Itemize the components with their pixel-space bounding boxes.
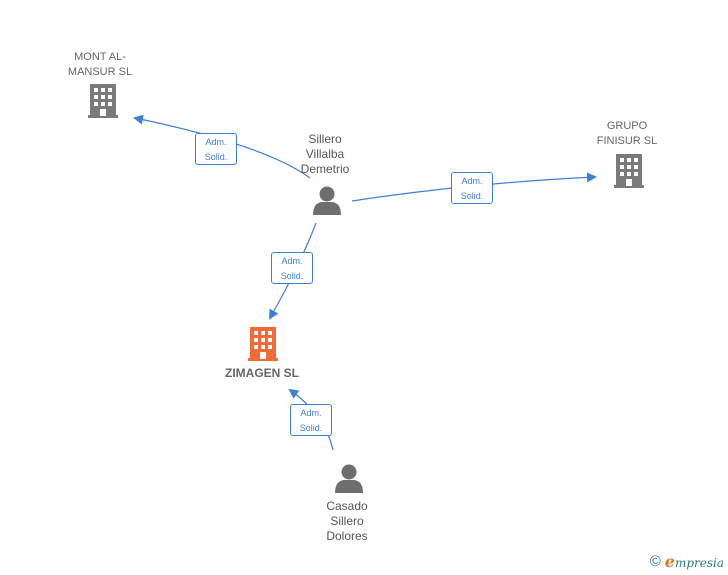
node-label-mont-almansur[interactable]: MONT AL- MANSUR SL [67, 51, 133, 78]
edge-label-zimagen-from-casado: Adm. Solid. [290, 404, 332, 436]
edge-sillero-to-mont-almansur [133, 114, 311, 179]
brand-name: mpresia [674, 556, 724, 570]
node-label-sillero[interactable]: Sillero Villalba Demetrio [300, 132, 350, 176]
edge-label-line2: Solid. [460, 191, 484, 201]
footer-brand: © empresia [650, 552, 724, 571]
edge-label-line1: Adm. [461, 176, 483, 186]
node-label-casado[interactable]: Casado Sillero Dolores [326, 499, 368, 543]
node-label-grupo-finisur[interactable]: GRUPO FINISUR SL [596, 120, 658, 147]
node-label-zimagen[interactable]: ZIMAGEN SL [225, 366, 299, 380]
edge-label-line1: Adm. [300, 408, 322, 418]
copyright-icon: © [649, 553, 661, 570]
edge-label-line1: Adm. [205, 137, 227, 147]
main-building-icon [248, 327, 278, 361]
person-icon [313, 186, 341, 215]
edge-label-line2: Solid. [299, 423, 323, 433]
building-icon [614, 154, 644, 188]
brand-initial: e [664, 552, 675, 571]
edge-label-grupo-finisur: Adm. Solid. [451, 172, 493, 204]
person-icon [335, 464, 363, 493]
edge-label-line1: Adm. [281, 256, 303, 266]
edge-label-line2: Solid. [280, 271, 304, 281]
edge-label-line2: Solid. [204, 152, 228, 162]
building-icon [88, 84, 118, 118]
edge-label-zimagen-from-sillero: Adm. Solid. [271, 252, 313, 284]
brand-logo[interactable]: empresia [665, 552, 724, 571]
edge-label-mont-almansur: Adm. Solid. [195, 133, 237, 165]
